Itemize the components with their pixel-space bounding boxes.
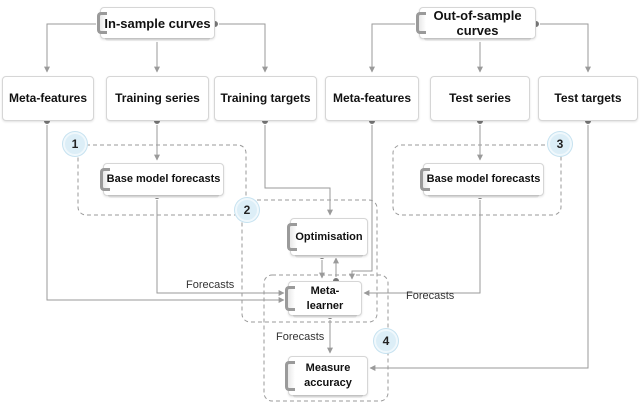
node-label: Meta-features (332, 91, 412, 105)
connectors (44, 23, 591, 371)
node-label: In-sample curves (104, 15, 211, 31)
edge-metafeatures-left-to-metalearner (46, 121, 285, 303)
node-label: Base model forecasts (426, 173, 541, 185)
edge-label-forecasts-left: Forecasts (186, 279, 235, 291)
group-region-2 (241, 199, 378, 323)
node-base-model-forecasts-left: Base model forecasts (100, 163, 224, 198)
node-training-series: Training series (106, 76, 209, 121)
node-label: Training targets (220, 91, 311, 105)
node-label: Meta-features (8, 91, 88, 105)
node-training-targets: Training targets (214, 76, 317, 121)
node-in-sample-curves: In-sample curves (97, 7, 215, 41)
node-label: Optimisation (295, 230, 363, 243)
node-meta-learner: Meta-learner (285, 281, 362, 318)
edge-base-right-to-metalearner (363, 196, 481, 296)
node-label: Out-of-sample curves (433, 8, 522, 38)
node-label: Test targets (554, 91, 622, 105)
node-meta-features-right: Meta-features (325, 76, 419, 121)
step-badge-1: 1 (63, 132, 87, 156)
edge-outsample-to-metafeatures (369, 23, 419, 73)
node-label: Training series (115, 91, 200, 105)
node-meta-features-left: Meta-features (2, 76, 94, 121)
edge-outsample-to-test-targets (536, 23, 591, 73)
step-badge-2: 2 (235, 198, 259, 222)
node-label: Measure accuracy (304, 362, 352, 389)
group-region-1 (77, 144, 247, 216)
group-region-3 (392, 144, 562, 216)
step-badge-3: 3 (548, 132, 572, 156)
edge-insample-to-metafeatures (44, 23, 100, 73)
node-base-model-forecasts-right: Base model forecasts (420, 163, 544, 198)
edge-training-targets-to-optimisation (264, 121, 333, 216)
step-badge-4: 4 (374, 329, 398, 353)
node-optimisation: Optimisation (287, 218, 368, 258)
node-label: Base model forecasts (106, 173, 221, 185)
node-label: Test series (449, 91, 511, 105)
node-label: Meta-learner (306, 284, 344, 312)
node-test-targets: Test targets (538, 76, 638, 121)
edge-test-targets-to-measure-accuracy (369, 121, 589, 371)
edge-label-forecasts-right: Forecasts (406, 290, 455, 302)
node-test-series: Test series (430, 76, 530, 121)
node-out-of-sample-curves: Out-of-sample curves (416, 7, 536, 41)
node-measure-accuracy: Measure accuracy (285, 356, 368, 398)
edge-metafeatures-right-to-metalearner (349, 121, 373, 280)
edge-label-forecasts-bottom: Forecasts (276, 331, 325, 343)
edge-insample-to-training-targets (215, 23, 268, 73)
edge-base-left-to-metalearner (156, 196, 285, 296)
